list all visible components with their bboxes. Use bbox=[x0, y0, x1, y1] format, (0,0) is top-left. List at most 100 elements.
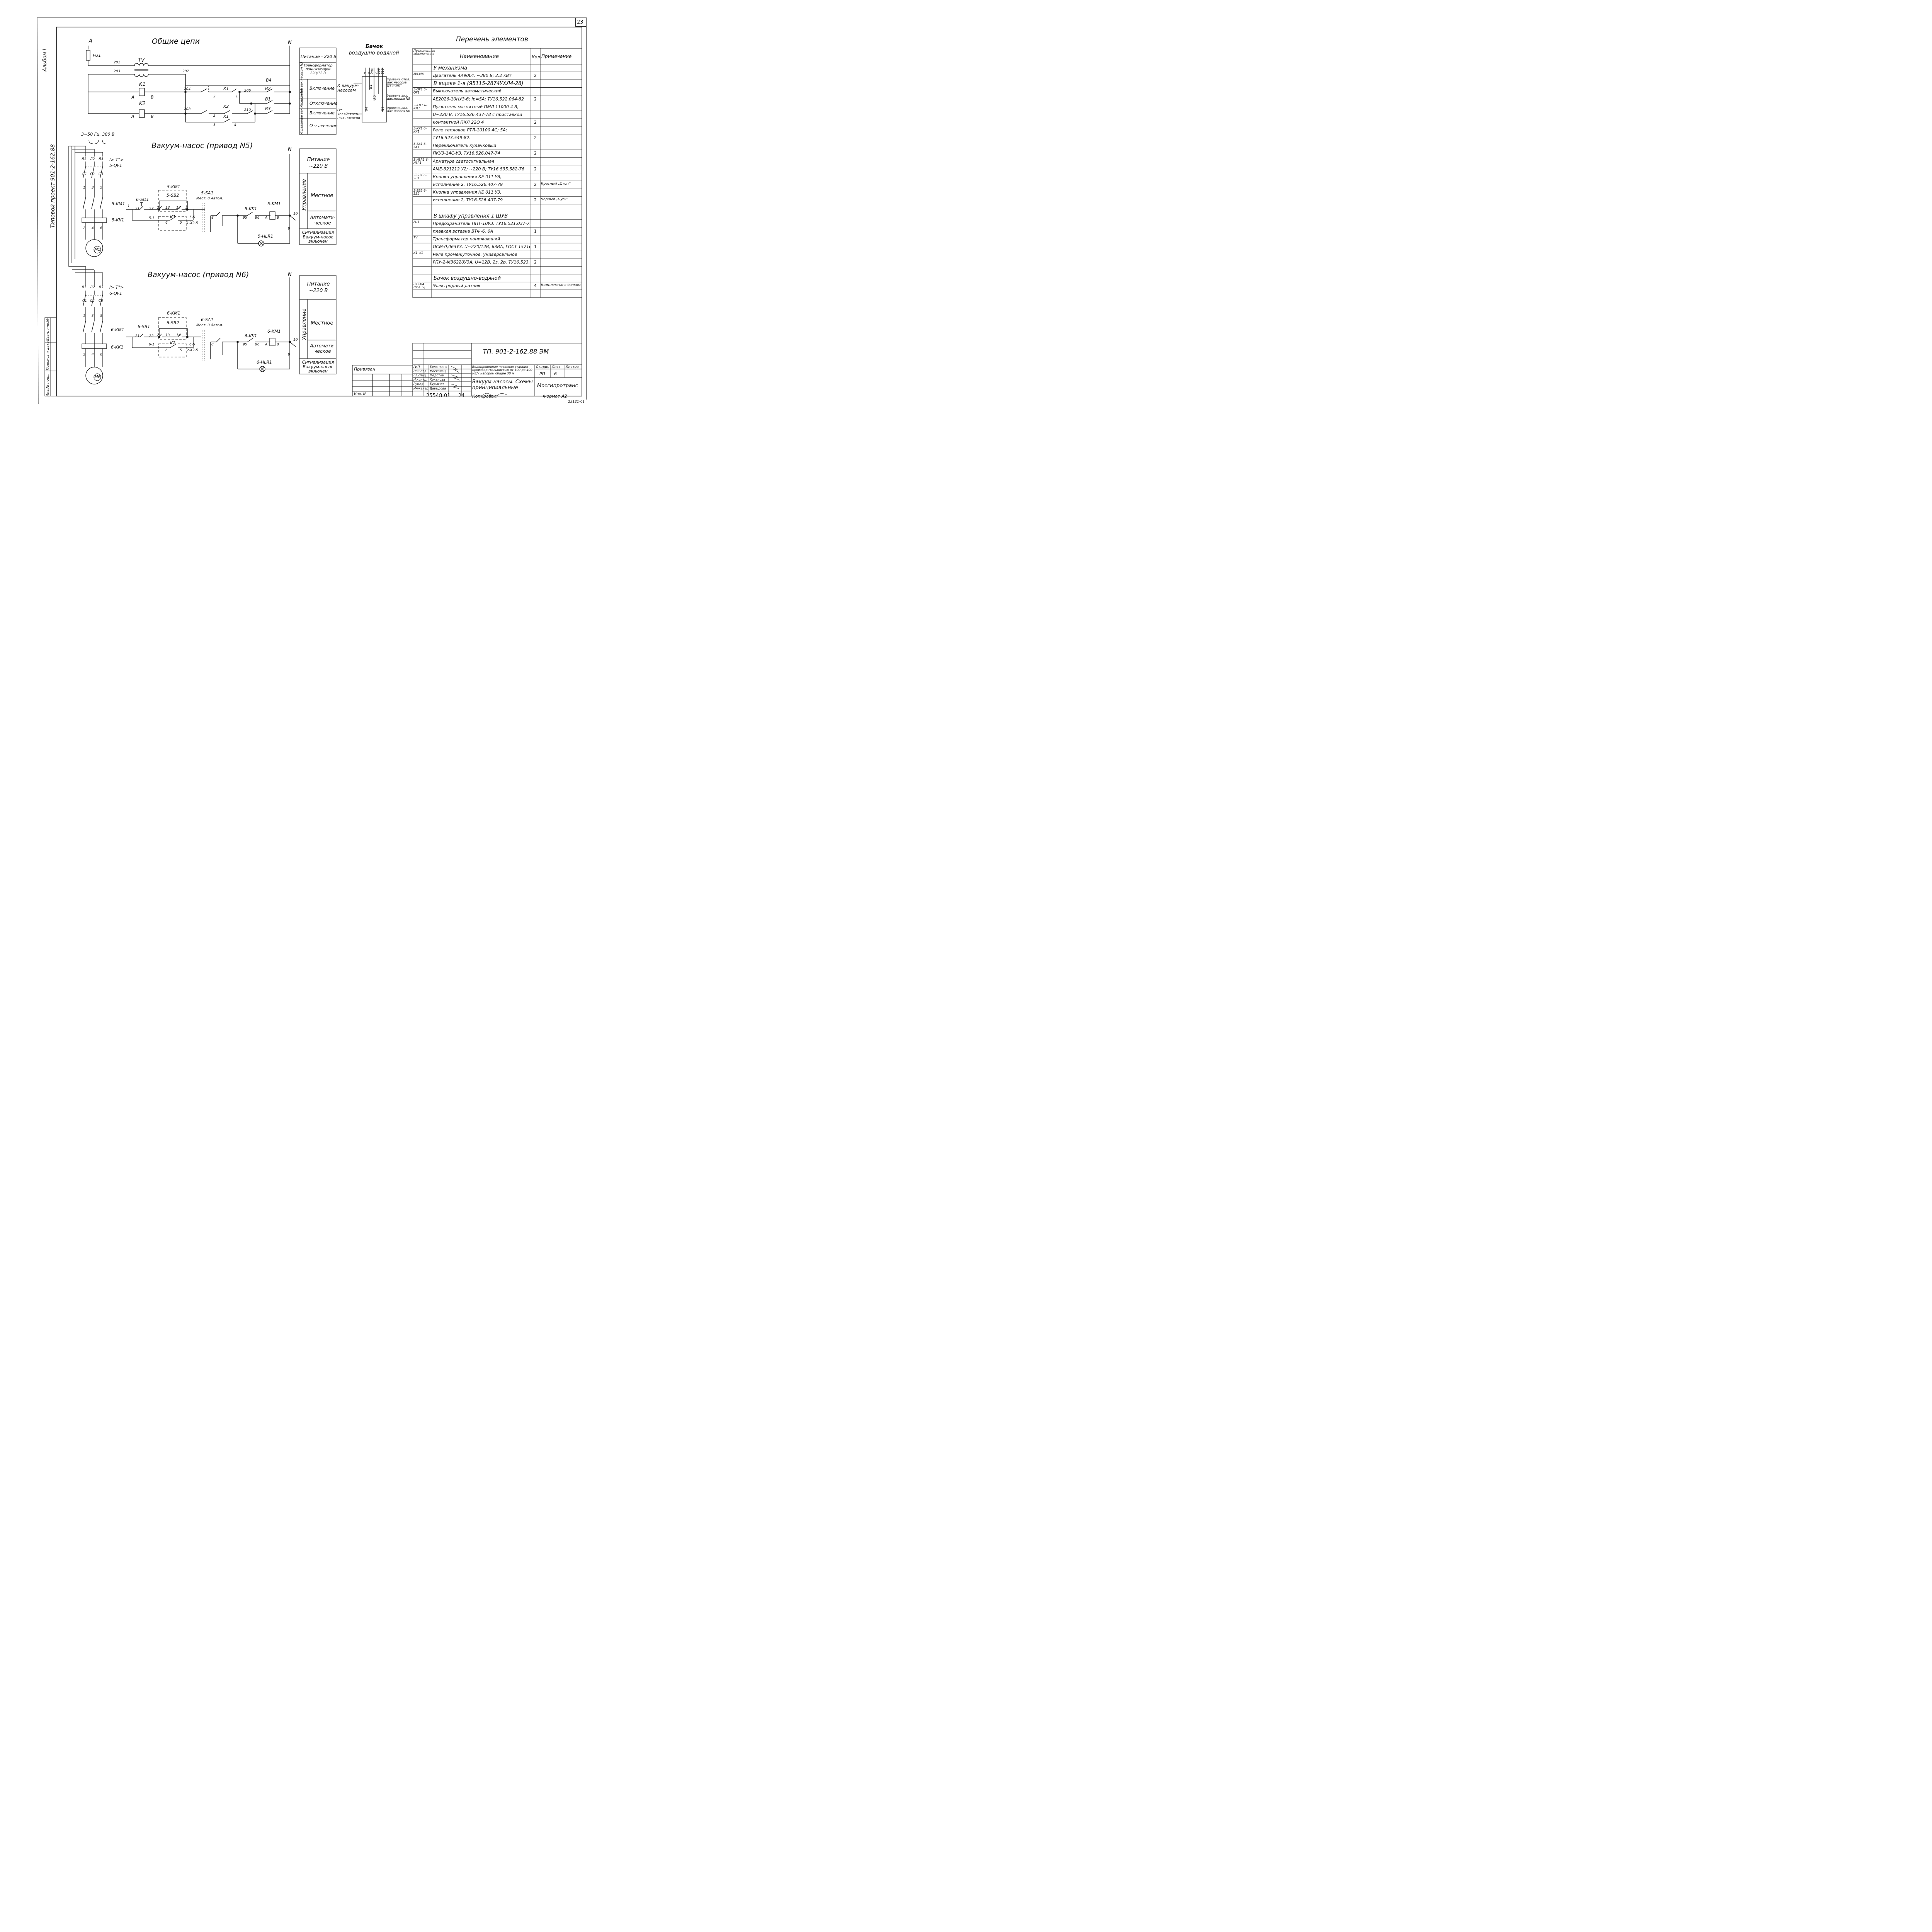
tank-b3: B3 bbox=[381, 107, 385, 111]
bom-cell-qty: 2 bbox=[534, 167, 537, 171]
tb-role: Нач.отд. bbox=[413, 370, 427, 373]
pump5-w14: 14 bbox=[176, 206, 181, 210]
schematic-drawing bbox=[37, 17, 587, 404]
bom-cell-name: Трансформатор понижающий bbox=[433, 236, 500, 241]
motor-m5 bbox=[85, 239, 103, 257]
tb-sheet-h: Лист bbox=[552, 365, 561, 369]
bom-table-grid bbox=[412, 48, 582, 298]
bom-cell-name: Переключатель кулачковый bbox=[433, 143, 497, 148]
pump5-w96: 96 bbox=[255, 216, 260, 220]
pump5-w51: 5-1 bbox=[149, 216, 155, 220]
pump6-w6: 6 bbox=[165, 349, 168, 352]
label-tv: TV bbox=[138, 58, 145, 63]
pump5-l2: Л2 bbox=[90, 157, 95, 161]
common-legend-3: Отключение bbox=[310, 101, 338, 106]
bom-cell-name: В шкафу управления 1 ШУВ bbox=[434, 213, 508, 219]
bom-cell-name: Предохранитель ППТ-10УЗ, ТУ16.521.037-75 bbox=[433, 221, 530, 226]
bom-cell-qty: 2 bbox=[534, 73, 537, 78]
bom-cell-note: Черный „Пуск” bbox=[541, 198, 568, 202]
pump5-n: N bbox=[288, 146, 292, 152]
pump6-n2: 2 bbox=[83, 353, 85, 357]
pump5-kk1: 5-KK1 bbox=[245, 206, 257, 211]
pump5-sq: 6-SQ1 bbox=[136, 197, 149, 202]
bom-cell-pos: 5-KM1 6-KM1 bbox=[413, 104, 427, 110]
wire-206: 206 bbox=[244, 89, 251, 93]
pump6-qf: 6-QF1 bbox=[109, 291, 122, 296]
num-2b: 2 bbox=[213, 114, 216, 118]
bom-cell-note: Красный „Стоп” bbox=[541, 182, 571, 186]
label-k2: K2 bbox=[139, 101, 146, 107]
label-b3: B3 bbox=[265, 106, 271, 111]
pump6-wx: 2-X2-5 bbox=[187, 349, 198, 352]
tb-role: Гл.спец. bbox=[413, 374, 427, 377]
pump5-wb: B bbox=[277, 216, 279, 220]
bom-cell-qty: 1 bbox=[534, 245, 537, 249]
pump6-w65: 6-5 bbox=[189, 343, 195, 347]
wire-201: 201 bbox=[114, 61, 121, 65]
pump5-w3: 3 bbox=[185, 206, 188, 210]
pump5-kk: 5-KK1 bbox=[112, 218, 124, 223]
pump6-prot: I> T°> bbox=[109, 285, 124, 290]
pump5-k1: K1 bbox=[170, 214, 176, 219]
bom-cell-name: Реле тепловое РТЛ-10100 4С; 5А; bbox=[433, 128, 507, 133]
bom-cell-qty: 2 bbox=[534, 120, 537, 124]
bom-cell-name: Пускатель магнитный ПМЛ 11000 4 В, bbox=[433, 104, 519, 109]
tank-w3: 204 bbox=[371, 68, 374, 74]
pump6-k2: K2 bbox=[170, 340, 176, 345]
bom-cell-name: АЕ2026-10НУЗ-б; Iр=5А; ТУ16.522.064-82 bbox=[433, 97, 524, 101]
pump5-power-circuit bbox=[68, 139, 107, 267]
pump6-wa: A bbox=[265, 343, 268, 347]
tb-sheets-h: Листов bbox=[566, 365, 579, 369]
bom-cell-name: В ящике 1-я (Я5115-2874УХЛ4-28) bbox=[434, 81, 524, 87]
pump6-w3: 3 bbox=[185, 333, 188, 337]
pump6-w21: 21 bbox=[135, 334, 140, 338]
contact-k2-label: K2 bbox=[223, 104, 229, 109]
tb-name: Коханова bbox=[430, 378, 445, 381]
pump5-w2: 2 bbox=[157, 206, 159, 210]
pump6-control-circuit bbox=[126, 277, 296, 372]
tank-b1: B1 bbox=[369, 84, 373, 89]
bom-cell-name: Выключатель автоматический bbox=[433, 89, 502, 94]
tank-w5: 206 bbox=[377, 68, 381, 74]
pump5-sb2: 5-SB2 bbox=[167, 193, 179, 198]
bom-cell-name: Двигатель 4А90L4, ~380 В; 2,2 кВт bbox=[433, 73, 512, 78]
pump6-kk: 6-KK1 bbox=[111, 345, 124, 350]
pump5-sa: 5-SA1 bbox=[201, 190, 214, 196]
bom-cell-name: Бачок воздушно-водяной bbox=[434, 276, 501, 281]
tb-bottom-num: 25548-01 bbox=[426, 393, 451, 399]
pump5-l1: Л1 bbox=[82, 157, 87, 161]
pump5-w22: 22 bbox=[149, 207, 154, 211]
bom-cell-name: Кнопка управления КЕ 011 УЗ, bbox=[433, 174, 502, 179]
pump6-c2: С2 bbox=[90, 299, 95, 303]
outer-frame bbox=[37, 17, 587, 400]
bom-cell-name: АМЕ-321212 У2; ~220 В; ТУ16.535.582-76 bbox=[433, 167, 525, 171]
bom-cell-name: Реле промежуточное, универсальное bbox=[433, 252, 517, 257]
pump5-w6: 6 bbox=[165, 221, 168, 225]
pump6-kk1: 6-KK1 bbox=[245, 333, 257, 338]
pump6-w8: 8 bbox=[211, 343, 214, 347]
pump5-legend-3: Сигнализация Вакуум-насос включен bbox=[302, 230, 334, 244]
bom-cell-pos: 5-HLR1 6-HLR1 bbox=[413, 158, 429, 165]
bom-cell-name: У механизма bbox=[434, 66, 468, 71]
pump5-w13: 13 bbox=[165, 206, 170, 210]
bom-cell-name: ПКУ3-14С-УЗ, ТУ16.526.047-74 bbox=[433, 151, 500, 156]
pump5-w1: 1 bbox=[128, 204, 130, 208]
bom-cell-name: исполнение 2, ТУ16.526.407-79 bbox=[433, 182, 503, 187]
pump6-motor: M6 bbox=[94, 374, 101, 379]
bom-cell-pos: M5,M6 bbox=[413, 73, 424, 76]
pump6-n1: 1 bbox=[83, 314, 85, 318]
pump5-control-circuit bbox=[126, 154, 296, 247]
tb-name: Бурыгин bbox=[430, 383, 444, 386]
bom-title: Перечень элементов bbox=[456, 36, 528, 43]
fuse-fu1 bbox=[86, 50, 90, 61]
pump6-legend-0: Питание ~220 В bbox=[307, 281, 330, 294]
pump6-hl: 6-HLR1 bbox=[257, 360, 272, 365]
pump5-legend-1: Местное bbox=[311, 193, 333, 199]
pump6-c3: С3 bbox=[99, 299, 104, 303]
tb-format: Формат А2 bbox=[543, 394, 567, 399]
bom-cell-qty: 2 bbox=[534, 260, 537, 265]
bom-cell-qty: 2 bbox=[534, 198, 537, 202]
tank-w1: 8 bbox=[364, 72, 367, 74]
pump5-km1-top: 5-KM1 bbox=[167, 184, 180, 189]
tank-title-2: воздушно-водяной bbox=[349, 50, 399, 56]
